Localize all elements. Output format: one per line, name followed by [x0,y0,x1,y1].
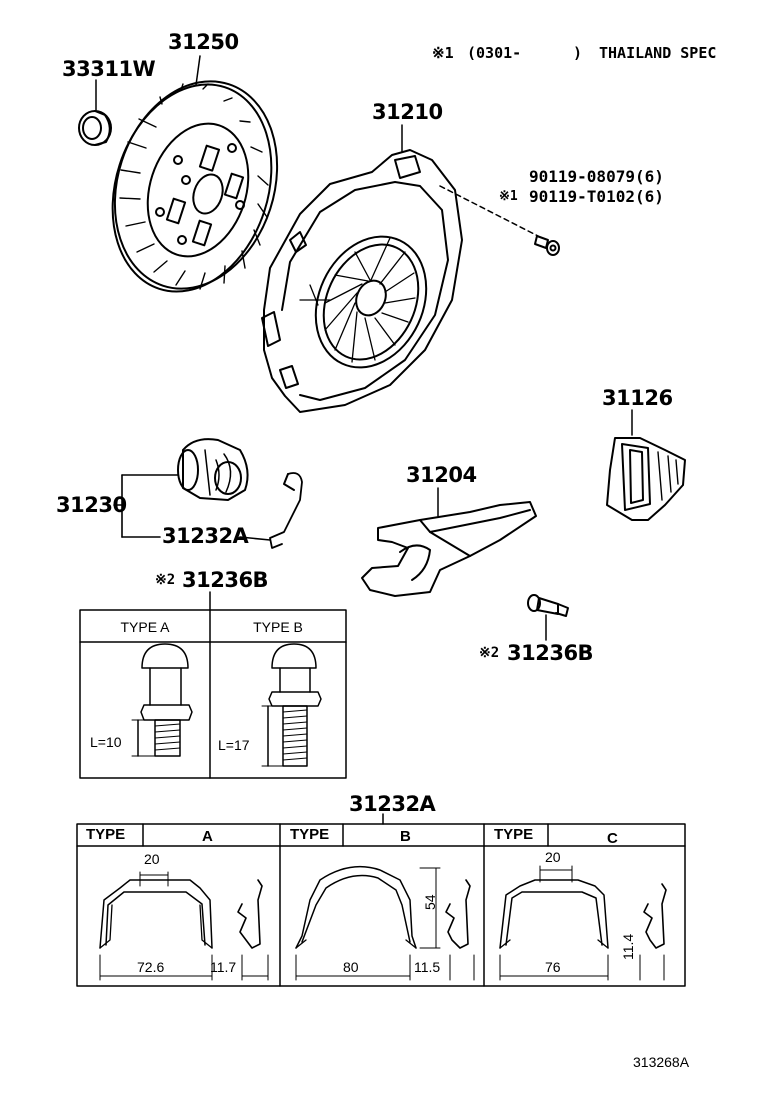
clip-b-height-dim: 54 [422,894,438,910]
label-31230: 31230 [56,493,127,517]
clip-c-top-dim: 20 [545,849,561,865]
cover-bolt [534,235,560,256]
label-bolt-b-mark: ※1 [499,189,518,204]
release-fork-boot [606,409,686,521]
callout-31230 [113,474,271,541]
clip-type-label-a: TYPE [86,826,126,843]
type-a-length: L=10 [90,734,122,750]
illustration-code: 313268A [633,1054,690,1070]
clip-type-a: A [202,828,213,845]
release-clip [269,472,303,549]
label-bolt-a: 90119-08079(6) [529,167,664,186]
clip-type-label-b: TYPE [290,826,330,843]
label-31236B-right: 31236B [507,641,594,665]
label-33311W: 33311W [62,57,156,81]
clip-type-b: B [400,828,411,845]
release-bearing [177,438,249,501]
pivot-type-table [79,591,347,779]
clutch-disc [111,55,279,293]
label-31236B: 31236B [182,568,269,592]
type-b-header: TYPE B [253,619,303,635]
clip-type-c: C [607,830,618,847]
clip-a-width-dim: 72.6 [137,959,165,975]
clip-b-width-dim: 80 [343,959,359,975]
fork-pivot [527,594,569,641]
label-bolt-b: 90119-T0102(6) [529,187,664,206]
label-31236B-right-mark: ※2 [479,645,500,661]
clip-c-side-dim: 11.4 [620,933,636,960]
note-text: THAILAND SPEC [599,44,717,62]
note-close: ) [573,44,583,62]
label-31210: 31210 [372,100,443,124]
type-a-header: TYPE A [120,619,170,635]
clip-table-title: 31232A [349,792,436,816]
release-fork [361,487,537,597]
label-31250: 31250 [168,30,239,54]
label-31204: 31204 [406,463,477,487]
pilot-bearing [78,79,112,146]
label-31126: 31126 [602,386,673,410]
type-b-length: L=17 [218,737,250,753]
note-code: (0301- [467,44,522,62]
label-31232A: 31232A [162,524,249,548]
clip-type-label-c: TYPE [494,826,534,843]
clip-a-top-dim: 20 [144,851,160,867]
label-31236B-mark: ※2 [155,572,176,588]
note-mark: ※1 [432,44,454,62]
clip-c-width-dim: 76 [545,959,561,975]
clutch-cover [261,124,539,413]
clip-a-side-dim: 11.7 [210,959,237,975]
clip-type-table [76,813,686,987]
clip-b-side-dim: 11.5 [414,959,441,975]
